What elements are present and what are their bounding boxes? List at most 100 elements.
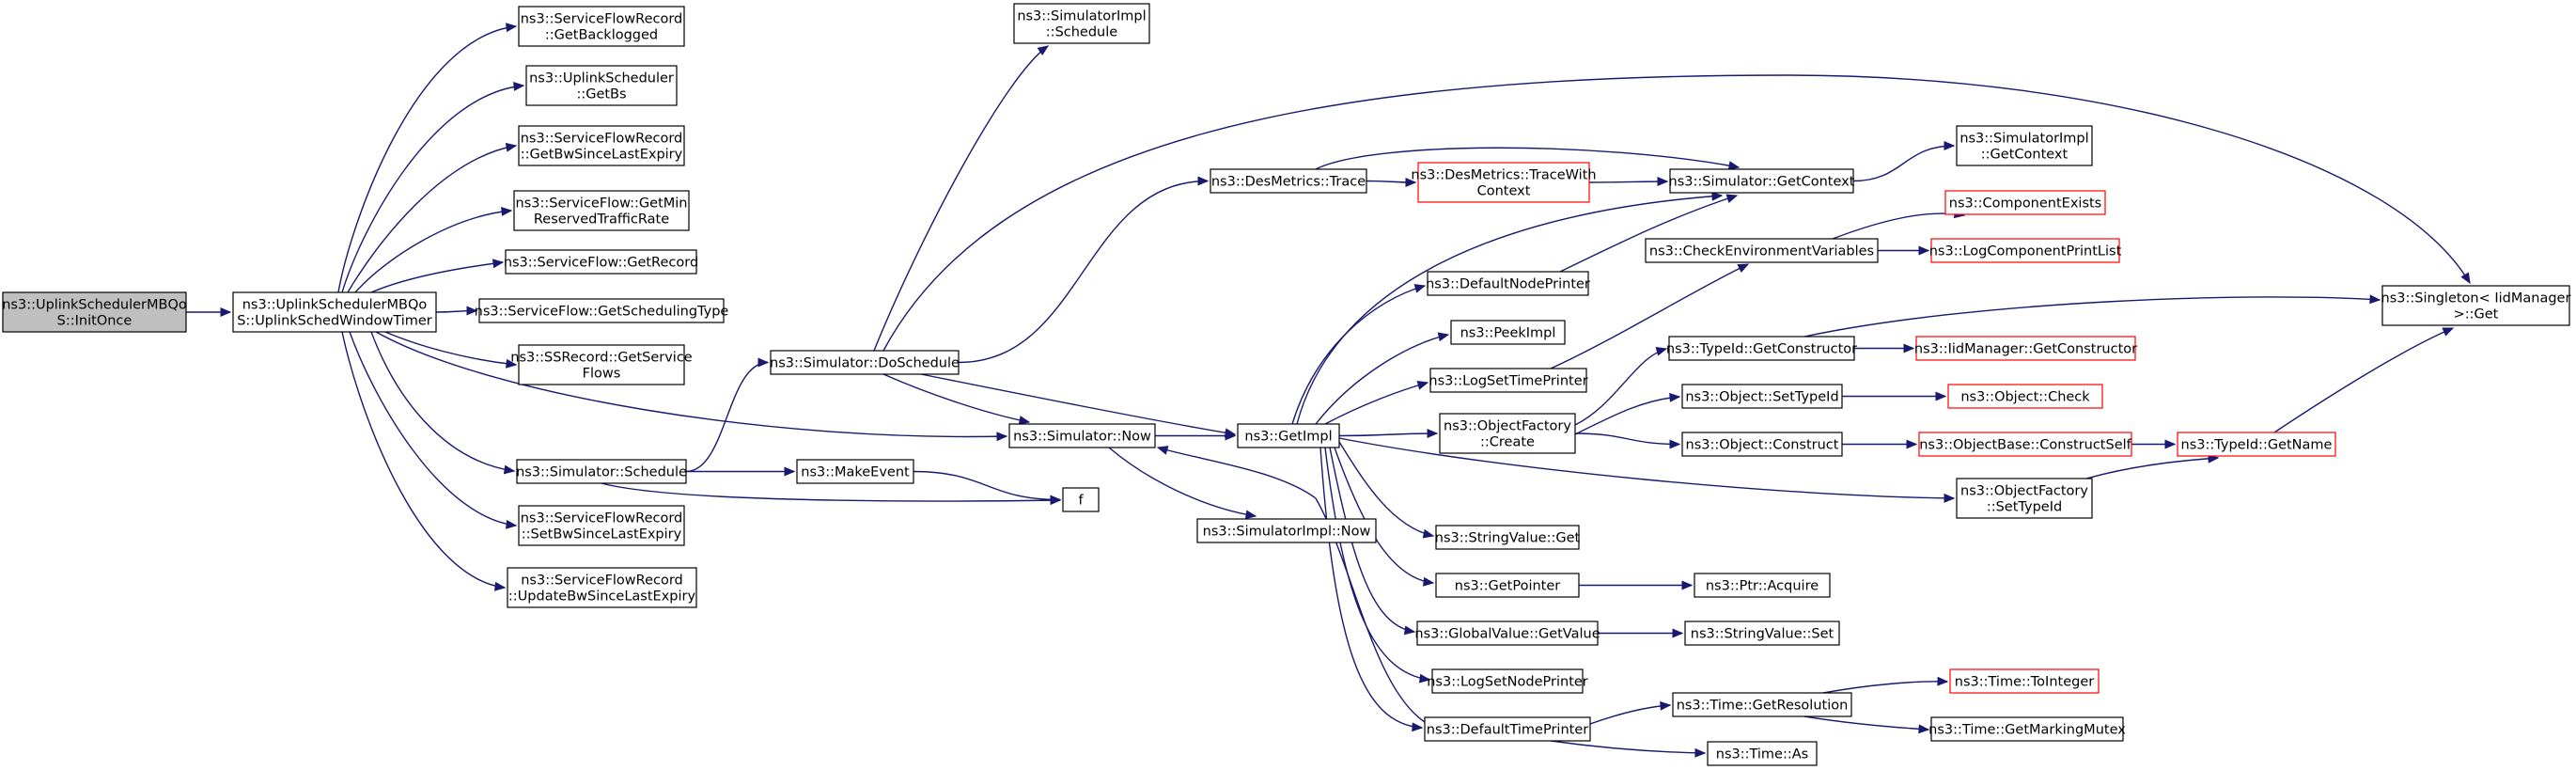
- node-n15[interactable]: ns3::MakeEvent: [796, 459, 914, 484]
- node-n17[interactable]: ns3::SimulatorImpl::Now: [1196, 518, 1377, 543]
- arrowhead-icon: [1660, 700, 1672, 711]
- node-n3[interactable]: ns3::UplinkScheduler::GetBs: [525, 65, 678, 106]
- node-n49[interactable]: ns3::Time::As: [1707, 741, 1818, 766]
- edge-n30-to-n45: [1597, 628, 1684, 638]
- node-label-line: ::SetTypeId: [1987, 500, 2062, 515]
- arrowhead-icon: [1727, 161, 1741, 170]
- arrowhead-icon: [1427, 429, 1439, 438]
- node-label-line: ns3::UplinkSchedulerMBQo: [242, 298, 428, 313]
- edge-n36-to-n23: [1803, 294, 2381, 338]
- arrowhead-icon: [1197, 176, 1210, 186]
- edge-line: [1334, 447, 1434, 584]
- edge-n19-to-n24: [1291, 284, 1427, 425]
- node-n24[interactable]: ns3::DefaultNodePrinter: [1426, 271, 1590, 296]
- node-n21[interactable]: ns3::Simulator::GetContext: [1669, 168, 1855, 194]
- edge-n13-to-n23: [882, 74, 2471, 352]
- node-n32[interactable]: ns3::DefaultTimePrinter: [1424, 716, 1591, 742]
- arrowhead-icon: [1944, 141, 1956, 150]
- node-n36[interactable]: ns3::TypeId::GetConstructor: [1666, 336, 1857, 361]
- arrowhead-icon: [506, 23, 518, 33]
- edge-n43-to-n42: [2085, 453, 2220, 479]
- node-n42[interactable]: ns3::TypeId::GetName: [2177, 432, 2336, 457]
- node-n44[interactable]: ns3::Ptr::Acquire: [1694, 573, 1831, 598]
- node-label-line: ns3::StringValue::Set: [1691, 627, 1834, 642]
- node-n14[interactable]: ns3::Simulator::Now: [1008, 423, 1156, 448]
- node-label-line: ns3::DefaultTimePrinter: [1427, 723, 1588, 738]
- edge-line: [1588, 181, 1668, 183]
- node-label-line: Context: [1477, 184, 1531, 199]
- edge-line: [370, 261, 504, 293]
- node-n9[interactable]: ns3::Simulator::Schedule: [516, 459, 687, 484]
- node-n46[interactable]: ns3::Time::GetResolution: [1672, 692, 1852, 717]
- node-n12[interactable]: ns3::SimulatorImpl::Schedule: [1013, 3, 1150, 44]
- edge-n14-to-n17: [1108, 447, 1257, 520]
- node-n30[interactable]: ns3::GlobalValue::GetValue: [1414, 621, 1600, 646]
- edge-n13-to-n18: [958, 176, 1210, 364]
- node-n33[interactable]: ns3::CheckEnvironmentVariables: [1645, 238, 1879, 263]
- node-n35[interactable]: ns3::LogComponentPrintList: [1929, 238, 2122, 263]
- node-n5[interactable]: ns3::ServiceFlow::GetMinReservedTrafficR…: [513, 190, 690, 231]
- edge-line: [354, 210, 512, 293]
- node-n45[interactable]: ns3::StringValue::Set: [1684, 621, 1840, 646]
- node-n16[interactable]: f: [1062, 487, 1100, 512]
- edge-line: [349, 331, 517, 526]
- node-label-line: ::Schedule: [1046, 25, 1117, 40]
- node-n47[interactable]: ns3::Time::ToInteger: [1949, 668, 2100, 694]
- arrowhead-icon: [996, 432, 1008, 442]
- edge-line: [1574, 348, 1667, 426]
- node-n7[interactable]: ns3::ServiceFlow::GetSchedulingType: [475, 298, 729, 323]
- arrowhead-icon: [1418, 673, 1431, 684]
- node-n11[interactable]: ns3::ServiceFlowRecord::UpdateBwSinceLas…: [507, 567, 697, 608]
- node-n22[interactable]: ns3::SimulatorImpl::GetContext: [1956, 125, 2093, 166]
- node-n41[interactable]: ns3::ObjectBase::ConstructSelf: [1918, 432, 2132, 457]
- node-n27[interactable]: ns3::ObjectFactory::Create: [1439, 413, 1576, 454]
- node-n2[interactable]: ns3::ServiceFlowRecord::GetBacklogged: [518, 6, 685, 47]
- node-n18[interactable]: ns3::DesMetrics::Trace: [1210, 168, 1367, 194]
- node-n26[interactable]: ns3::LogSetTimePrinter: [1429, 368, 1588, 393]
- node-box: [525, 65, 678, 106]
- arrowhead-icon: [1918, 724, 1930, 734]
- node-label-line: ns3::Ptr::Acquire: [1706, 579, 1819, 594]
- node-n6[interactable]: ns3::ServiceFlow::GetRecord: [504, 249, 698, 275]
- node-box: [1694, 573, 1831, 598]
- arrowhead-icon: [1657, 177, 1669, 186]
- node-label-line: ns3::ObjectBase::ConstructSelf: [1919, 438, 2131, 453]
- node-label-line: ns3::DesMetrics::Trace: [1211, 175, 1366, 190]
- node-n38[interactable]: ns3::Object::SetTypeId: [1681, 384, 1843, 409]
- node-label-line: ns3::Simulator::DoSchedule: [770, 356, 960, 371]
- node-n40[interactable]: ns3::Object::Construct: [1681, 432, 1843, 457]
- node-n48[interactable]: ns3::Time::GetMarkingMutex: [1928, 716, 2126, 742]
- node-n37[interactable]: ns3::IidManager::GetConstructor: [1914, 336, 2137, 361]
- node-n39[interactable]: ns3::Object::Check: [1947, 384, 2103, 409]
- node-n43[interactable]: ns3::ObjectFactory::SetTypeId: [1956, 478, 2093, 519]
- arrowhead-icon: [494, 581, 507, 591]
- node-n13[interactable]: ns3::Simulator::DoSchedule: [770, 350, 960, 375]
- node-n1[interactable]: ns3::UplinkSchedulerMBQoS::UplinkSchedWi…: [232, 291, 437, 333]
- edge-n26-to-n33: [1550, 263, 1750, 369]
- node-n29[interactable]: ns3::GetPointer: [1435, 573, 1580, 598]
- node-n19[interactable]: ns3::GetImpl: [1237, 423, 1340, 448]
- node-n10[interactable]: ns3::ServiceFlowRecord::SetBwSinceLastEx…: [518, 505, 685, 546]
- node-label-line: Flows: [583, 367, 621, 382]
- node-n23[interactable]: ns3::Singleton< IidManager>::Get: [2381, 285, 2571, 326]
- edge-line: [873, 45, 1049, 352]
- node-label-line: ns3::IidManager::GetConstructor: [1914, 342, 2137, 357]
- edge-line: [341, 85, 524, 293]
- arrowhead-icon: [757, 357, 770, 368]
- node-n34[interactable]: ns3::ComponentExists: [1944, 190, 2106, 215]
- node-n28[interactable]: ns3::StringValue::Get: [1435, 525, 1581, 550]
- node-n31[interactable]: ns3::LogSetNodePrinter: [1427, 668, 1588, 694]
- node-box: [518, 505, 685, 546]
- edge-line: [1324, 382, 1429, 425]
- arrowhead-icon: [2442, 327, 2455, 337]
- arrowhead-icon: [1669, 439, 1681, 449]
- edge-line: [347, 145, 517, 293]
- node-label-line: ns3::ServiceFlow::GetMin: [516, 196, 688, 212]
- edge-n38-to-n39: [1842, 391, 1947, 401]
- edge-n19-to-n26: [1324, 381, 1429, 425]
- node-n25[interactable]: ns3::PeekImpl: [1450, 320, 1566, 345]
- node-n4[interactable]: ns3::ServiceFlowRecord::GetBwSinceLastEx…: [518, 125, 685, 166]
- node-label-line: ::SetBwSinceLastExpiry: [522, 527, 682, 542]
